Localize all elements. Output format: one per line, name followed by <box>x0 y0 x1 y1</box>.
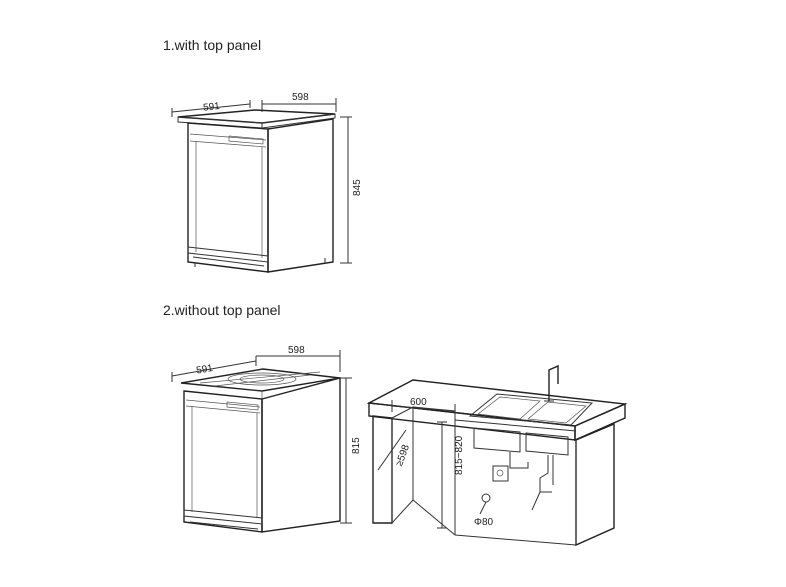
fig2-height-label: 815 <box>351 437 362 454</box>
dishwasher-without-top-panel <box>171 350 352 533</box>
dishwasher-with-top-panel <box>171 98 352 273</box>
heading-with-top-panel: 1.with top panel <box>163 37 262 53</box>
fig1-depth-label: 591 <box>203 101 221 114</box>
fig1-height-label: 845 <box>352 179 363 196</box>
fig2-width-label: 598 <box>288 345 305 356</box>
niche-width-label: 600 <box>410 397 427 408</box>
heading-without-top-panel: 2.without top panel <box>163 302 281 318</box>
niche-height-label: 815~820 <box>454 435 465 475</box>
hole-diameter-label: Φ80 <box>474 517 494 528</box>
niche-depth-label: ≥598 <box>394 443 412 468</box>
fig1-width-label: 598 <box>292 92 309 103</box>
fig2-depth-label: 591 <box>195 363 214 377</box>
cabinet-installation <box>366 364 628 547</box>
